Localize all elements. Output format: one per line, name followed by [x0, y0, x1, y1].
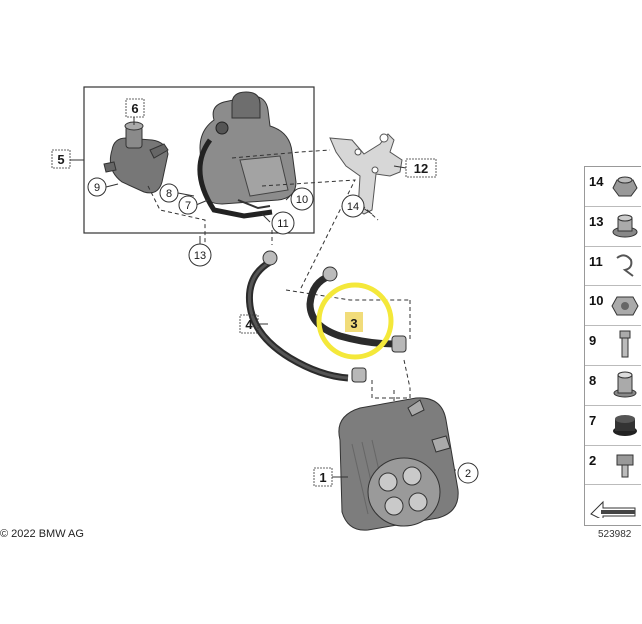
- flange-nut-icon: [612, 214, 638, 238]
- legend-number: 14: [589, 174, 604, 189]
- label-12[interactable]: 12: [405, 158, 437, 178]
- label-13[interactable]: 13: [188, 243, 212, 267]
- legend-number: 10: [589, 293, 604, 309]
- legend-item-9[interactable]: 9: [585, 326, 641, 366]
- highlight-circle: [316, 282, 394, 360]
- label-4[interactable]: 4: [239, 314, 259, 334]
- legend-item-13[interactable]: 13: [585, 207, 641, 247]
- highlight-label-box: [345, 312, 363, 332]
- label-2[interactable]: 2: [457, 462, 479, 484]
- legend-item-14[interactable]: 14: [585, 167, 641, 207]
- legend-number: 2: [589, 452, 597, 468]
- hose-3-end-fitting: [391, 335, 407, 353]
- legend-item-8[interactable]: 8: [585, 366, 641, 406]
- label-9[interactable]: 9: [87, 177, 107, 197]
- label-3[interactable]: 3: [350, 316, 357, 331]
- legend-item-arrow: [585, 485, 641, 524]
- label-14[interactable]: 14: [341, 194, 365, 218]
- bolt-icon: [619, 330, 631, 358]
- label-11[interactable]: 11: [271, 211, 295, 235]
- hose-4-end-fitting: [351, 367, 367, 383]
- grommet-icon: [613, 414, 637, 436]
- svg-text:2: 2: [465, 468, 471, 480]
- hose-4-highlight: [247, 260, 349, 380]
- svg-text:4: 4: [245, 317, 253, 332]
- svg-text:14: 14: [347, 201, 359, 213]
- bracket-illustration: [329, 133, 403, 215]
- svg-text:1: 1: [319, 470, 326, 485]
- clip-icon: [616, 254, 634, 277]
- screw-icon: [616, 454, 634, 478]
- assembly-dashed-lines: [147, 149, 466, 471]
- legend-item-7[interactable]: 7: [585, 406, 641, 446]
- svg-text:5: 5: [57, 152, 64, 167]
- label-10[interactable]: 10: [290, 187, 314, 211]
- valve-housing-illustration: [197, 91, 297, 219]
- svg-text:3: 3: [350, 316, 357, 331]
- legend-number: 8: [589, 372, 597, 388]
- pump-illustration: [103, 121, 169, 194]
- reference-arrow-icon: [590, 501, 636, 519]
- label-8[interactable]: 8: [159, 183, 179, 203]
- svg-text:10: 10: [296, 194, 308, 206]
- svg-text:12: 12: [414, 161, 428, 176]
- label-6[interactable]: 6: [125, 98, 145, 118]
- svg-text:9: 9: [94, 182, 100, 194]
- legend-number: 11: [589, 253, 603, 269]
- hose-4-fitting: [262, 250, 278, 266]
- svg-text:11: 11: [277, 218, 288, 230]
- canister-illustration: [338, 397, 459, 531]
- svg-text:8: 8: [166, 188, 172, 200]
- hex-nut-icon: [611, 296, 639, 316]
- diagram-id: 523982: [598, 529, 632, 540]
- legend-item-2[interactable]: 2: [585, 446, 641, 486]
- label-1[interactable]: 1: [313, 467, 333, 487]
- svg-text:7: 7: [185, 200, 191, 212]
- legend-number: 13: [589, 213, 604, 229]
- legend-number: 7: [589, 412, 597, 428]
- sleeve-icon: [613, 371, 637, 398]
- nut-icon: [612, 176, 638, 197]
- svg-text:6: 6: [131, 101, 138, 116]
- label-7[interactable]: 7: [178, 195, 198, 215]
- hose-3-fitting: [322, 266, 338, 282]
- label-5[interactable]: 5: [51, 149, 71, 169]
- legend-item-11[interactable]: 11: [585, 247, 641, 287]
- svg-text:13: 13: [194, 250, 206, 262]
- parts-legend: 14 13 11 10 9 8 7 2: [584, 166, 641, 526]
- legend-item-10[interactable]: 10: [585, 286, 641, 327]
- legend-number: 9: [589, 333, 597, 349]
- copyright-text: © 2022 BMW AG: [0, 528, 84, 540]
